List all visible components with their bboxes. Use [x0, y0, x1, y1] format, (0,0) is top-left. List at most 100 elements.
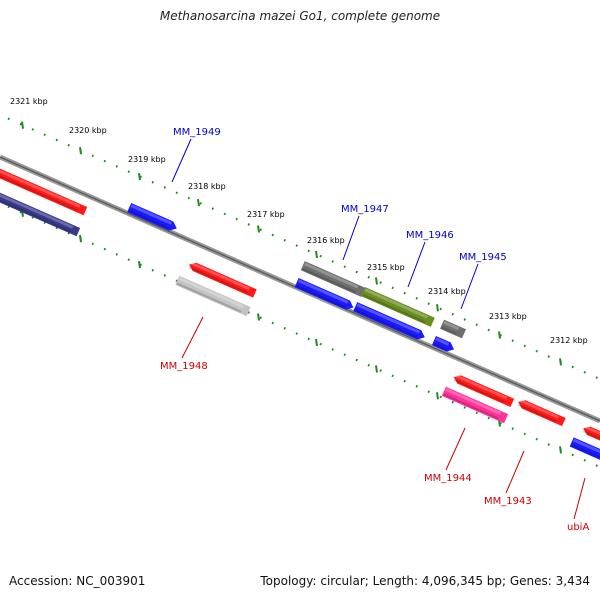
blue-feature-mm1947 [294, 277, 354, 310]
inner-minor-tick [439, 395, 442, 399]
inner-minor-tick [451, 400, 454, 404]
inner-minor-tick [511, 427, 514, 430]
outer-minor-tick [223, 212, 226, 216]
inner-minor-tick [319, 342, 322, 346]
outer-minor-tick [127, 170, 130, 174]
outer-major-tick [257, 225, 260, 233]
inner-minor-tick [55, 226, 58, 230]
scale-label: 2312 kbp [550, 336, 588, 345]
gene-label: MM_1944 [424, 473, 472, 484]
blue-feature-mm1945 [431, 335, 455, 352]
outer-minor-tick [403, 291, 406, 295]
outer-minor-tick [379, 281, 382, 284]
outer-major-tick [79, 147, 82, 155]
inner-minor-tick [403, 379, 406, 383]
inner-minor-tick [379, 369, 382, 372]
outer-minor-tick [163, 186, 166, 189]
gene-labels: MM_1949MM_1947MM_1946MM_1945MM_1948MM_19… [160, 127, 589, 533]
outer-major-tick [498, 331, 501, 339]
inner-minor-tick [391, 374, 394, 378]
inner-minor-tick [583, 458, 586, 462]
outer-minor-tick [199, 202, 202, 205]
outer-minor-tick [427, 302, 430, 306]
red-feature-mm1948-upper [188, 261, 257, 298]
inner-minor-tick [151, 268, 154, 272]
outer-minor-tick [259, 228, 262, 232]
inner-minor-tick [67, 231, 70, 235]
inner-major-tick [79, 235, 82, 243]
outer-minor-tick [187, 196, 190, 200]
inner-minor-tick [571, 453, 574, 457]
scale-label: 2321 kbp [10, 97, 48, 106]
inner-minor-tick [163, 274, 166, 277]
gene-label-leader [505, 450, 525, 494]
outer-minor-tick [175, 191, 178, 195]
blue-feature-mm1949 [127, 202, 177, 231]
inner-minor-tick [535, 437, 538, 441]
inner-major-tick [138, 261, 141, 269]
gene-label-leader [407, 241, 426, 288]
gene-label: ubiA [567, 522, 589, 533]
gene-label: MM_1949 [173, 127, 221, 138]
inner-minor-tick [343, 353, 346, 357]
inner-minor-tick [7, 205, 10, 209]
outer-minor-tick [55, 138, 58, 142]
scale-label: 2317 kbp [247, 210, 285, 219]
inner-major-tick [257, 313, 260, 321]
outer-minor-tick [283, 238, 286, 242]
inner-minor-tick [463, 406, 466, 409]
inner-minor-tick [415, 385, 418, 388]
outer-major-tick [138, 173, 141, 181]
scale-label: 2319 kbp [128, 155, 166, 164]
inner-minor-tick [295, 332, 298, 335]
outer-minor-tick [355, 270, 358, 274]
inner-minor-tick [91, 242, 94, 246]
outer-minor-tick [91, 154, 94, 158]
outer-minor-tick [571, 365, 574, 369]
inner-scale-ticks [7, 205, 598, 467]
outer-minor-tick [319, 254, 322, 258]
gray-feature-mm1948-lower [175, 275, 251, 317]
outer-minor-tick [523, 344, 526, 348]
inner-major-tick [375, 365, 378, 373]
inner-minor-tick [103, 247, 106, 251]
outer-minor-tick [463, 318, 466, 321]
outer-minor-tick [43, 133, 46, 137]
label-leader-lines [171, 138, 586, 520]
gene-label-leader [181, 316, 204, 359]
gene-label-leader [460, 263, 479, 310]
outer-major-tick [197, 198, 200, 207]
inner-minor-tick [487, 416, 490, 420]
inner-minor-tick [127, 258, 130, 262]
outer-minor-tick [451, 312, 454, 316]
accession-text: Accession: NC_003901 [9, 574, 146, 588]
scale-label: 2313 kbp [489, 312, 527, 321]
gray-feature-mm1945 [440, 319, 466, 339]
outer-minor-tick [211, 207, 214, 210]
outer-minor-tick [367, 275, 370, 279]
inner-minor-tick [31, 216, 34, 219]
inner-minor-tick [115, 253, 118, 256]
inner-minor-tick [367, 363, 370, 367]
outer-major-tick [559, 358, 562, 366]
inner-major-tick [315, 338, 318, 347]
outer-navy-feature [0, 183, 81, 237]
gene-label-leader [445, 427, 466, 471]
inner-minor-tick [271, 321, 274, 325]
inner-minor-tick [43, 221, 46, 225]
outer-minor-tick [151, 180, 154, 184]
gene-label: MM_1948 [160, 361, 208, 372]
gene-features [0, 162, 600, 461]
inner-major-tick [436, 392, 439, 400]
outer-minor-tick [535, 349, 538, 353]
outer-minor-tick [475, 323, 478, 327]
inner-major-tick [559, 446, 562, 454]
inner-minor-tick [307, 337, 310, 341]
red-feature-ubia [582, 425, 600, 444]
outer-minor-tick [235, 217, 238, 221]
outer-red-feature [0, 162, 88, 216]
inner-minor-tick [547, 443, 550, 446]
outer-scale-ticks [7, 117, 598, 379]
olive-feature-mm1946 [361, 287, 435, 327]
